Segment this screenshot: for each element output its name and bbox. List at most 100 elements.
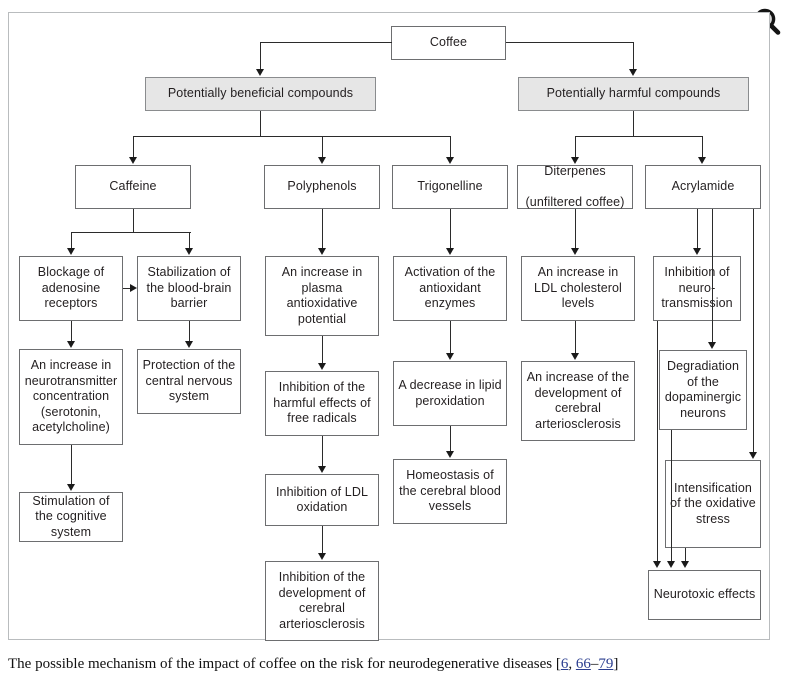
node-lipid-peroxidation: A decrease in lipid peroxidation [393, 361, 507, 426]
edge-coffee-left-down [260, 42, 262, 70]
node-polyphenols: Polyphenols [264, 165, 380, 209]
edge-polyphenols-down [322, 209, 324, 249]
node-blockage-adenosine: Blockage of adenosine receptors [19, 256, 123, 321]
edge-stabilization-down [189, 321, 191, 342]
node-polyphenols-label: Polyphenols [287, 179, 357, 194]
arrowhead-to-free-radicals [318, 363, 326, 370]
arrowhead-to-cognitive [67, 484, 75, 491]
edge-coffee-right [506, 42, 634, 44]
arrowhead-to-ldl-oxidation [318, 466, 326, 473]
arrowhead-blockage-to-stabilization [130, 284, 137, 292]
node-diterpenes: Diterpenes (unfiltered coffee) [517, 164, 633, 211]
node-plasma-antioxidative: An increase in plasma antioxidative pote… [265, 256, 379, 336]
edge-harmful-to-acrylamide [702, 136, 704, 158]
caption-sep-2: – [590, 656, 599, 672]
node-neurotransmitter-concentration: An increase in neurotransmitter concentr… [19, 349, 123, 445]
edge-degradation-down [671, 430, 673, 562]
arrowhead-neurotransmission-to-neurotoxic [653, 561, 661, 568]
node-caffeine: Caffeine [75, 165, 191, 209]
node-beneficial-label: Potentially beneficial compounds [167, 86, 354, 101]
edge-beneficial-bus [133, 136, 450, 138]
edge-acrylamide-to-degradation [712, 209, 714, 343]
caption-ref-79[interactable]: 79 [598, 656, 614, 672]
node-free-radicals-label: Inhibition of the harmful effects of fre… [273, 380, 371, 426]
node-diterpenes-line2: (unfiltered coffee) [525, 194, 625, 209]
node-homeostasis-cerebral-vessels: Homeostasis of the cerebral blood vessel… [393, 459, 507, 524]
arrowhead-to-beneficial [256, 69, 264, 76]
arrowhead-to-trigonelline [446, 157, 454, 164]
caption-ref-66[interactable]: 66 [575, 656, 591, 672]
edge-coffee-left [260, 42, 392, 44]
arrowhead-to-lipid-perox [446, 353, 454, 360]
caption-ref-6[interactable]: 6 [560, 656, 569, 672]
node-ldl-levels-label: An increase in LDL cholesterol levels [534, 265, 622, 311]
node-ldl-cholesterol-levels: An increase in LDL cholesterol levels [521, 256, 635, 321]
arrowhead-to-harmful [629, 69, 637, 76]
edge-trigonelline-down [450, 209, 452, 249]
node-beneficial-compounds: Potentially beneficial compounds [145, 77, 376, 111]
arrowhead-to-plasma-antiox [318, 248, 326, 255]
node-stabilization-bbb: Stabilization of the blood-brain barrier [137, 256, 241, 321]
node-trigonelline: Trigonelline [392, 165, 508, 209]
node-harmful-compounds: Potentially harmful compounds [518, 77, 749, 111]
node-neurotransmission-label: Inhibition of neuro-transmission [661, 265, 733, 311]
edge-plasma-antiox-down [322, 336, 324, 364]
edge-diterpenes-down [575, 209, 577, 249]
arrowhead-degradation-to-neurotoxic [667, 561, 675, 568]
arrowhead-to-antiox-enzymes [446, 248, 454, 255]
edge-ldl-levels-down [575, 321, 577, 354]
edge-caffeine-bus [71, 232, 191, 234]
node-diterpenes-label: Diterpenes (unfiltered coffee) [521, 164, 629, 211]
caption-text: The possible mechanism of the impact of … [8, 656, 561, 672]
arrowhead-to-arterio-bad [571, 353, 579, 360]
arrowhead-to-blockage [67, 248, 75, 255]
node-arterio-bad-label: An increase of the development of cerebr… [526, 370, 630, 431]
arrowhead-to-polyphenols [318, 157, 326, 164]
arrowhead-to-caffeine [129, 157, 137, 164]
node-antioxidant-enzymes: Activation of the antioxidant enzymes [393, 256, 507, 321]
node-antiox-enzymes-label: Activation of the antioxidant enzymes [404, 265, 496, 311]
edge-beneficial-to-trigonelline [450, 136, 452, 158]
arrowhead-to-homeostasis [446, 451, 454, 458]
arrowhead-to-oxidative-stress [749, 452, 757, 459]
node-ldl-oxidation-label: Inhibition of LDL oxidation [275, 484, 369, 515]
node-blockage-label: Blockage of adenosine receptors [37, 265, 105, 311]
node-diterpenes-line1: Diterpenes [544, 163, 606, 178]
arrowhead-oxidative-to-neurotoxic [681, 561, 689, 568]
edge-acrylamide-to-oxidative-stress [753, 209, 755, 453]
node-degradation-dopaminergic: Degradiation of the dopaminergic neurons [659, 350, 747, 430]
node-ldl-oxidation: Inhibition of LDL oxidation [265, 474, 379, 526]
node-acrylamide: Acrylamide [645, 165, 761, 209]
node-oxidative-stress: Intensification of the oxidative stress [665, 460, 761, 548]
arrowhead-to-neurotransmitter [67, 341, 75, 348]
edge-caffeine-stem [133, 209, 135, 233]
node-coffee: Coffee [391, 26, 506, 60]
edge-harmful-to-diterpenes [575, 136, 577, 158]
edge-caffeine-to-blockage [71, 232, 73, 249]
edge-harmful-stem [633, 111, 635, 137]
node-homeostasis-label: Homeostasis of the cerebral blood vessel… [399, 468, 501, 514]
edge-beneficial-stem [260, 111, 262, 137]
arrowhead-to-neurotransmission [693, 248, 701, 255]
node-arterio-good-label: Inhibition of the development of cerebra… [278, 570, 366, 631]
arrowhead-to-diterpenes [571, 157, 579, 164]
node-oxidative-stress-label: Intensification of the oxidative stress [670, 480, 756, 526]
edge-blockage-to-stabilization [123, 288, 131, 290]
node-coffee-label: Coffee [429, 35, 468, 50]
edge-acrylamide-to-neurotransmission [697, 209, 699, 249]
node-cerebral-arteriosclerosis-inhibition: Inhibition of the development of cerebra… [265, 561, 379, 641]
node-inhibition-neurotransmission: Inhibition of neuro-transmission [653, 256, 741, 321]
edge-blockage-down [71, 321, 73, 342]
edge-neurotransmitter-down [71, 445, 73, 485]
node-protection-cns: Protection of the central nervous system [137, 349, 241, 414]
figure-caption: The possible mechanism of the impact of … [8, 656, 788, 673]
edge-harmful-bus [575, 136, 703, 138]
node-neurotoxic-label: Neurotoxic effects [653, 587, 756, 602]
edge-coffee-right-down [633, 42, 635, 70]
arrowhead-to-arterio-good [318, 553, 326, 560]
figure-frame: Coffee Potentially beneficial compounds … [8, 12, 770, 641]
arrowhead-to-protection-cns [185, 341, 193, 348]
arrowhead-to-stabilization [185, 248, 193, 255]
node-acrylamide-label: Acrylamide [671, 179, 735, 194]
